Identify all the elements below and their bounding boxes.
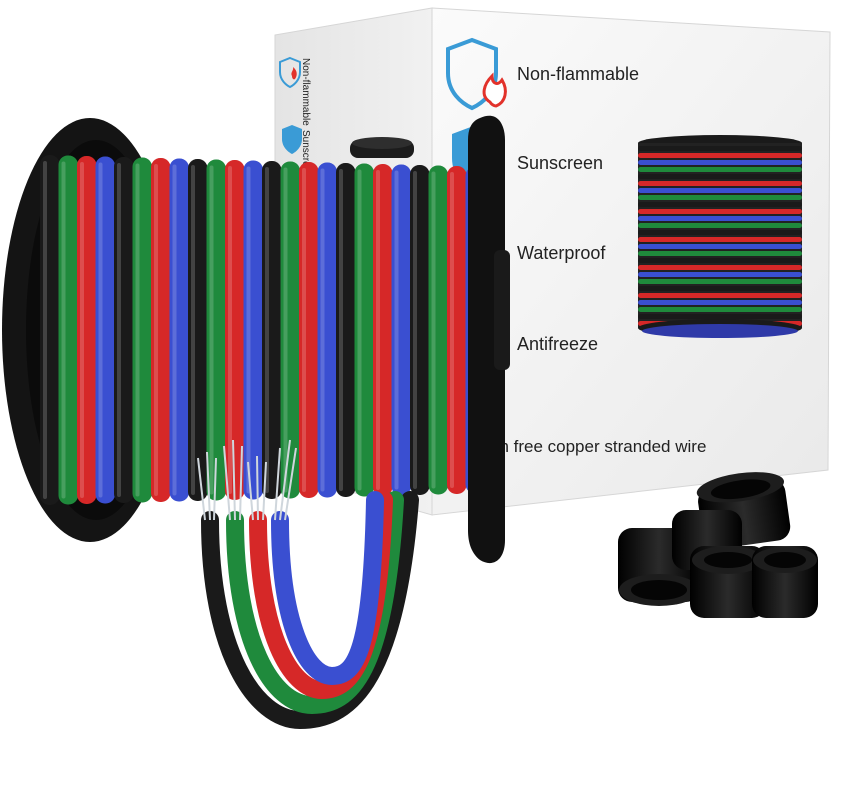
coil-stripe [638,286,802,291]
cable-wrap [354,163,374,497]
side-shield-fire-icon [279,56,301,89]
coil-stripe [638,216,802,221]
cable-wrap [169,158,189,502]
tube-4 [690,546,766,618]
cable-wrap [243,160,263,500]
cable-wrap [336,163,356,497]
cable-wrap [299,162,319,498]
cable-wrap [410,165,430,495]
tube-5 [752,546,818,618]
coil-stripe [638,279,802,284]
coil-stripe [638,202,802,207]
coil-stripe [638,188,802,193]
cable-wrap [206,159,226,501]
coil-stripe [638,300,802,305]
cable-wrap [391,164,411,496]
coil-stripe [638,307,802,312]
side-label-nonflammable: Non-flammable [300,58,311,126]
side-shield-sun-icon [282,125,302,154]
cable-wrap [151,158,171,502]
coil-stripe [638,181,802,186]
cable-wrap [95,156,115,504]
cable-wrap [40,155,60,505]
cable-wrap [114,157,134,503]
cable-wrap [262,161,282,499]
coil-stripe [638,153,802,158]
cable-wrap [132,157,152,503]
coil-stripe [638,146,802,151]
stripped-wire-strands [197,439,297,521]
cable-wrap [317,162,337,498]
feature-label-waterproof: Waterproof [517,243,606,263]
coil-stripe [638,167,802,172]
coil-stripe [638,251,802,256]
coil-stripe [638,293,802,298]
feature-label-antifreeze: Antifreeze [517,334,598,354]
cable-wrap [428,165,448,495]
cable-wrap [373,164,393,496]
shield-fire-icon [446,37,507,111]
coil-stripe [638,230,802,235]
coil-stripe [638,223,802,228]
loose-cable-ends [197,439,419,730]
cable-wrap [77,156,97,504]
side-label-sunscreen: Sunscreen [300,130,311,178]
heat-shrink-tubes [618,472,818,618]
cable-wrap [225,160,245,500]
coil-stripe [638,314,802,319]
coil-stripe [638,237,802,242]
spool-front-flange [468,115,505,564]
wire-spool [2,115,510,564]
coil-stripe [638,160,802,165]
feature-label-nonflammable: Non-flammable [517,64,639,84]
feature-label-sunscreen: Sunscreen [517,153,603,173]
cable-wrap [280,161,300,499]
cable-wraps [40,155,485,505]
cable-wrap [188,159,208,501]
coil-stripe [638,244,802,249]
coil-stripe [638,265,802,270]
coil-image-on-box [638,135,802,338]
coil-stripe [638,209,802,214]
cable-wrap [58,155,78,505]
coil-stripe [638,272,802,277]
cable-wrap [447,166,467,494]
coil-stripe [638,174,802,179]
coil-stripe [638,195,802,200]
box-bottom-text: en free copper stranded wire [490,437,706,456]
coil-stripe [638,258,802,263]
